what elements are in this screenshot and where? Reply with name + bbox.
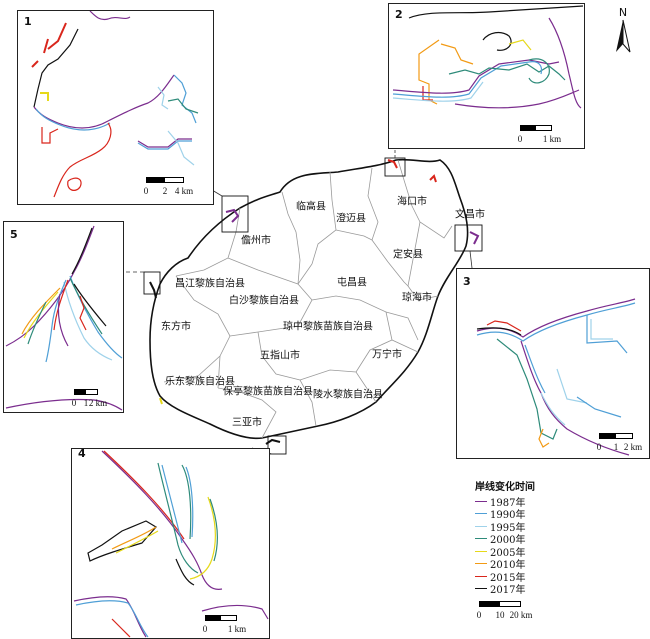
inset-2-coastlines: [392, 5, 584, 109]
legend-label: 1995年: [490, 522, 526, 534]
inset-5-scalebar: 0 1 2 km: [71, 389, 107, 409]
legend-label: 2005年: [490, 547, 526, 559]
scale-tick: 10: [495, 610, 505, 620]
county-label-sanya: 三亚市: [232, 417, 262, 429]
legend-label: 2015年: [490, 572, 526, 584]
scale-tick: 0: [476, 610, 482, 620]
county-label-qiongzhong: 琼中黎族苗族自治县: [283, 321, 373, 333]
legend-swatch: [475, 563, 487, 565]
county-label-baoting: 保亭黎族苗族自治县: [223, 386, 313, 398]
county-label-dingan: 定安县: [393, 249, 423, 261]
scale-tick: 20 km: [509, 610, 533, 620]
inset-map-1: 1 0 2 4 km: [17, 10, 214, 205]
county-label-chengmai: 澄迈县: [336, 213, 366, 225]
legend-swatch: [475, 588, 487, 590]
inset-map-4: 4 0 1 km: [71, 448, 270, 639]
inset-3-scalebar: 0 1 2 km: [596, 433, 642, 453]
legend-swatch: [475, 513, 487, 515]
scale-tick: 4 km: [174, 186, 194, 196]
main-map-scalebar: 0 10 20 km: [476, 601, 532, 621]
legend-item: 2010年: [475, 558, 535, 571]
county-label-wanning: 万宁市: [372, 349, 402, 361]
scale-tick: 0: [71, 398, 77, 408]
inset-locator-boxes: [143, 157, 483, 455]
legend-label: 2010年: [490, 560, 526, 572]
inset-1-coastlines: [31, 11, 199, 198]
inset-map-2: 2 0 1 km: [388, 3, 585, 149]
county-boundaries: [163, 159, 453, 439]
legend-label: 1987年: [490, 497, 526, 509]
legend-label: 2017年: [490, 585, 526, 597]
inset-3-coastlines: [476, 298, 636, 456]
legend-item: 1995年: [475, 520, 535, 534]
legend-item: 2005年: [475, 545, 535, 559]
county-label-haikou: 海口市: [397, 196, 427, 208]
inset-4-scalebar: 0 1 km: [202, 615, 246, 635]
scale-tick: 0: [517, 134, 523, 144]
county-label-tunchang: 屯昌县: [337, 277, 367, 289]
scale-tick: 2 km: [88, 398, 108, 408]
scale-tick: 2 km: [623, 442, 643, 452]
inset-map-5: 5 0 1 2 km: [3, 221, 124, 413]
county-label-baisha: 白沙黎族自治县: [229, 295, 299, 307]
inset-map-3: 3 0 1 2 km: [456, 268, 650, 459]
scale-tick: 1: [83, 398, 89, 408]
county-label-wenchang: 文昌市: [455, 209, 485, 221]
county-label-lingao: 临高县: [296, 201, 326, 213]
legend-swatch: [475, 575, 487, 577]
legend-swatch: [475, 550, 487, 552]
inset-1-scalebar: 0 2 4 km: [143, 177, 193, 197]
legend-item: 2017年: [475, 583, 535, 596]
inset-number: 5: [10, 228, 18, 241]
county-label-dongfang: 东方市: [161, 321, 191, 333]
legend-item: 2015年: [475, 570, 535, 584]
north-label: N: [618, 6, 628, 19]
county-label-changjiang: 昌江黎族自治县: [175, 278, 245, 290]
inset-number: 3: [463, 275, 471, 288]
legend-item: 1987年: [475, 495, 535, 509]
county-label-qionghai: 琼海市: [402, 292, 432, 304]
inset-number: 4: [78, 448, 86, 460]
scale-tick: 0: [202, 624, 208, 634]
scale-tick: 1 km: [542, 134, 562, 144]
coastline-change-marks: [149, 159, 480, 445]
inset-number: 1: [24, 15, 32, 28]
legend-label: 2000年: [490, 535, 526, 547]
inset-4-coastlines: [73, 450, 269, 638]
scale-tick: 1 km: [227, 624, 247, 634]
scale-tick: 1: [613, 442, 619, 452]
scale-tick: 0: [143, 186, 149, 196]
inset-5-coastlines: [5, 225, 123, 411]
county-label-lingshui: 陵水黎族自治县: [313, 389, 383, 401]
scale-tick: 2: [162, 186, 168, 196]
inset-number: 2: [395, 8, 403, 21]
legend-title: 岸线变化时间: [475, 482, 535, 493]
legend-label: 1990年: [490, 510, 526, 522]
legend-swatch: [475, 538, 487, 540]
legend-item: 1990年: [475, 508, 535, 521]
county-label-wuzhishan: 五指山市: [260, 350, 300, 362]
legend-swatch: [475, 500, 487, 502]
north-arrow-icon: N: [612, 6, 634, 56]
county-label-ledong: 乐东黎族自治县: [165, 376, 235, 388]
county-label-danzhou: 儋州市: [241, 235, 271, 247]
legend-swatch: [475, 525, 487, 527]
scale-tick: 0: [596, 442, 602, 452]
island-outline: [149, 158, 469, 440]
inset-2-scalebar: 0 1 km: [517, 125, 561, 145]
legend-item: 2000年: [475, 533, 535, 546]
